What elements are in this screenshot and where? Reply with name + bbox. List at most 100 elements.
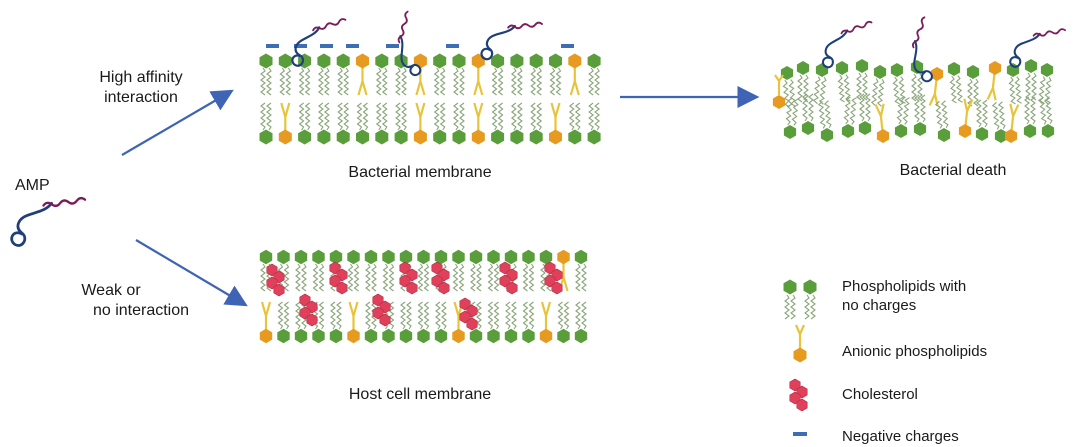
anionic-tail: [986, 73, 997, 101]
lipid-tail: [803, 74, 809, 103]
phospholipid-head: [820, 128, 834, 142]
cholesterol: [399, 261, 418, 295]
anionic-tail: [348, 301, 359, 330]
anionic-head: [568, 53, 582, 69]
phospholipid-head: [539, 249, 553, 265]
lipid-tail: [295, 301, 301, 330]
weak-interaction-label-line2: no interaction: [92, 302, 190, 319]
phospholipid-head: [259, 249, 273, 265]
lipid-tail: [439, 102, 446, 131]
peptide-helix: [10, 201, 53, 247]
cholesterol-ring: [796, 398, 808, 412]
lipid-tail: [837, 74, 845, 103]
phospholipid-head: [491, 53, 505, 69]
phospholipid-head: [417, 249, 430, 265]
lipid-tail: [1025, 72, 1031, 101]
cholesterol-ring: [336, 281, 348, 295]
phospholipid-head: [529, 53, 543, 69]
death-lipid-top: [812, 76, 827, 105]
phospholipid-head: [796, 61, 810, 75]
lipid-tail: [563, 301, 570, 330]
legend-negative-charges: Negative charges: [842, 428, 959, 445]
phospholipid-head: [382, 328, 395, 344]
lipid-tail: [982, 99, 988, 128]
death-lipid-bottom: [1024, 96, 1036, 125]
cholesterol-ring: [266, 263, 278, 277]
anionic-head: [930, 67, 944, 81]
cholesterol-ring: [406, 281, 418, 295]
lipid-tail: [459, 67, 465, 96]
lipid-tail: [381, 102, 388, 131]
phospholipid-head: [549, 53, 562, 69]
lipid-tail: [843, 74, 851, 102]
anionic-head: [356, 53, 369, 69]
phospholipid-head: [375, 129, 389, 145]
arrows: [121, 86, 760, 307]
lipid-tail: [917, 73, 923, 102]
phospholipid-head: [491, 129, 505, 145]
lipid-tail: [997, 101, 1006, 129]
anionic-head: [413, 53, 427, 69]
lipid-tail: [540, 263, 546, 292]
lipid-tail: [439, 67, 446, 96]
lipid-tail: [266, 102, 272, 131]
lipid-tail: [522, 301, 529, 330]
lipid-tail: [343, 67, 350, 96]
cholesterol-ring: [372, 293, 384, 307]
phospholipid-head: [312, 249, 325, 265]
lipid-tail: [849, 97, 857, 125]
lipid-tail: [304, 67, 311, 96]
lipid-tail: [304, 102, 311, 131]
lipid-tail: [395, 102, 402, 131]
phospholipid-head: [975, 127, 989, 141]
lipid-tail: [295, 263, 301, 292]
amp-peptide-free: [10, 197, 87, 247]
anionic-head: [347, 328, 360, 344]
amp-peptide-inserting: [912, 16, 933, 83]
lipid-tail: [401, 102, 408, 131]
arrow-high-affinity: [121, 89, 234, 156]
lipid-tail: [441, 301, 447, 330]
lipid-tail: [896, 96, 904, 125]
death-lipid-bottom: [859, 93, 871, 122]
lipid-tail: [362, 102, 369, 131]
lipid-tail: [862, 72, 868, 101]
peptide-tail: [840, 20, 873, 35]
lipid-tail: [804, 294, 810, 320]
anionic-head: [557, 249, 570, 265]
anionic-tail: [540, 301, 552, 330]
phospholipid-head: [835, 61, 849, 75]
anionic-tail: [550, 102, 561, 131]
death-lipid-top: [837, 74, 851, 103]
anionic-tail: [280, 102, 291, 131]
lipid-tail: [260, 263, 266, 292]
phospholipid-head: [329, 328, 343, 344]
phospholipid-head: [522, 249, 535, 265]
cholesterol-ring: [299, 293, 311, 307]
bacterial-membrane-caption: Bacterial membrane: [348, 164, 492, 181]
phospholipid-head: [894, 124, 908, 138]
host-cell-membrane-caption: Host cell membrane: [348, 386, 492, 403]
negative-charge: [386, 44, 399, 48]
cholesterol-ring: [466, 317, 478, 331]
phospholipid-head: [277, 249, 290, 265]
peptide-tail: [1032, 28, 1066, 37]
lipid-tail: [487, 301, 494, 330]
legend-phospholipids-line2: no charges: [842, 297, 917, 314]
amp-peptide-bound: [480, 21, 543, 61]
lipid-tail: [1037, 76, 1046, 105]
lipid-tail: [400, 301, 406, 330]
lipid-tail: [991, 101, 1000, 130]
negative-charge: [446, 44, 459, 48]
death-lipid-bottom: [934, 100, 949, 129]
anionic-tail: [794, 324, 806, 348]
phospholipid-head: [364, 249, 378, 265]
phospholipid-head: [855, 59, 869, 73]
phospholipid-head: [522, 328, 535, 344]
phospholipid-head: [504, 249, 518, 265]
lipid-tail: [588, 102, 595, 131]
lipid-tail: [337, 102, 344, 131]
lipid-tail: [453, 102, 459, 131]
amp-peptide-bound: [291, 18, 347, 67]
lipid-tail: [791, 98, 799, 126]
